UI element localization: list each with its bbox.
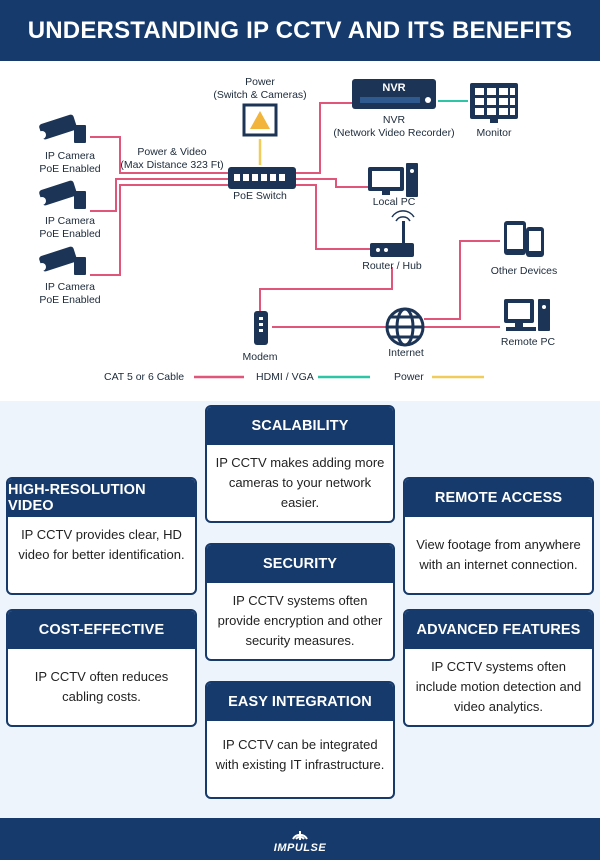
power-source-label: Power (Switch & Cameras) <box>213 76 307 101</box>
poe-switch-label: PoE Switch <box>233 190 287 202</box>
camera-icon-1 <box>38 114 86 143</box>
card-title: SCALABILITY <box>207 407 393 445</box>
card-title: REMOTE ACCESS <box>405 479 592 517</box>
card-title: EASY INTEGRATION <box>207 683 393 721</box>
router-icon <box>370 210 415 257</box>
card-title: SECURITY <box>207 545 393 583</box>
legend-hdmi-label: HDMI / VGA <box>256 371 314 383</box>
modem-label: Modem <box>242 351 278 363</box>
camera-1-label: IP Camera PoE Enabled <box>39 150 101 175</box>
cable-camera2-switch <box>90 178 228 212</box>
card-security: SECURITY IP CCTV systems often provide e… <box>205 543 395 661</box>
power-video-label: Power & Video (Max Distance 323 Ft) <box>120 146 224 171</box>
camera-icon-3 <box>38 246 86 275</box>
card-text: IP CCTV can be integrated with existing … <box>215 737 385 772</box>
legend-cat-label: CAT 5 or 6 Cable <box>104 371 185 383</box>
other-devices-icon <box>504 221 544 257</box>
modem-icon <box>254 311 268 345</box>
nvr-icon <box>352 79 436 109</box>
nvr-badge-label: NVR <box>382 82 406 94</box>
internet-label: Internet <box>388 347 424 359</box>
camera-3-label: IP Camera PoE Enabled <box>39 281 101 306</box>
cable-switch-router <box>296 184 370 250</box>
remote-pc-label: Remote PC <box>500 336 556 348</box>
cable-camera3-switch <box>90 184 228 276</box>
page-title-text: UNDERSTANDING IP CCTV AND ITS BENEFITS <box>27 16 573 44</box>
monitor-icon <box>470 83 518 123</box>
card-easy-integration: EASY INTEGRATION IP CCTV can be integrat… <box>205 681 395 799</box>
brand-name: IMPULSE <box>273 841 327 854</box>
cable-switch-localpc <box>296 178 368 188</box>
card-text: IP CCTV systems often provide encryption… <box>217 593 383 648</box>
card-high-resolution: HIGH-RESOLUTION VIDEO IP CCTV provides c… <box>6 477 197 595</box>
card-cost-effective: COST-EFFECTIVE IP CCTV often reduces cab… <box>6 609 197 727</box>
nvr-label: NVR (Network Video Recorder) <box>333 114 455 139</box>
card-advanced-features: ADVANCED FEATURES IP CCTV systems often … <box>403 609 594 727</box>
local-pc-icon <box>368 163 418 197</box>
diagram-connections <box>38 79 550 379</box>
card-text: IP CCTV provides clear, HD video for bet… <box>18 527 185 562</box>
card-text: IP CCTV systems often include motion det… <box>415 659 582 714</box>
monitor-label: Monitor <box>476 127 512 139</box>
card-text: View footage from anywhere with an inter… <box>416 537 581 572</box>
card-scalability: SCALABILITY IP CCTV makes adding more ca… <box>205 405 395 523</box>
footer: IMPULSE <box>0 818 600 860</box>
camera-icon-2 <box>38 180 86 209</box>
router-label: Router / Hub <box>362 260 422 272</box>
card-remote-access: REMOTE ACCESS View footage from anywhere… <box>403 477 594 595</box>
cable-router-modem <box>259 267 393 311</box>
cable-camera1-switch <box>90 136 228 174</box>
card-title: ADVANCED FEATURES <box>405 611 592 649</box>
card-title: HIGH-RESOLUTION VIDEO <box>8 479 195 517</box>
legend-power-label: Power <box>394 371 424 383</box>
card-text: IP CCTV makes adding more cameras to you… <box>215 455 385 510</box>
card-text: IP CCTV often reduces cabling costs. <box>34 669 169 704</box>
impulse-logo-icon <box>292 830 308 840</box>
cable-internet-otherdevices <box>424 240 500 320</box>
local-pc-label: Local PC <box>372 196 416 208</box>
page-title: UNDERSTANDING IP CCTV AND ITS BENEFITS <box>0 0 600 61</box>
camera-2-label: IP Camera PoE Enabled <box>39 215 101 240</box>
internet-globe-icon <box>385 307 425 347</box>
poe-switch-icon <box>228 167 296 189</box>
network-diagram: IP Camera PoE Enabled IP Camera PoE Enab… <box>0 61 600 401</box>
card-title: COST-EFFECTIVE <box>8 611 195 649</box>
power-source-icon <box>242 103 278 137</box>
remote-pc-icon <box>504 299 550 331</box>
other-devices-label: Other Devices <box>490 265 558 277</box>
cable-switch-nvr <box>296 102 352 174</box>
